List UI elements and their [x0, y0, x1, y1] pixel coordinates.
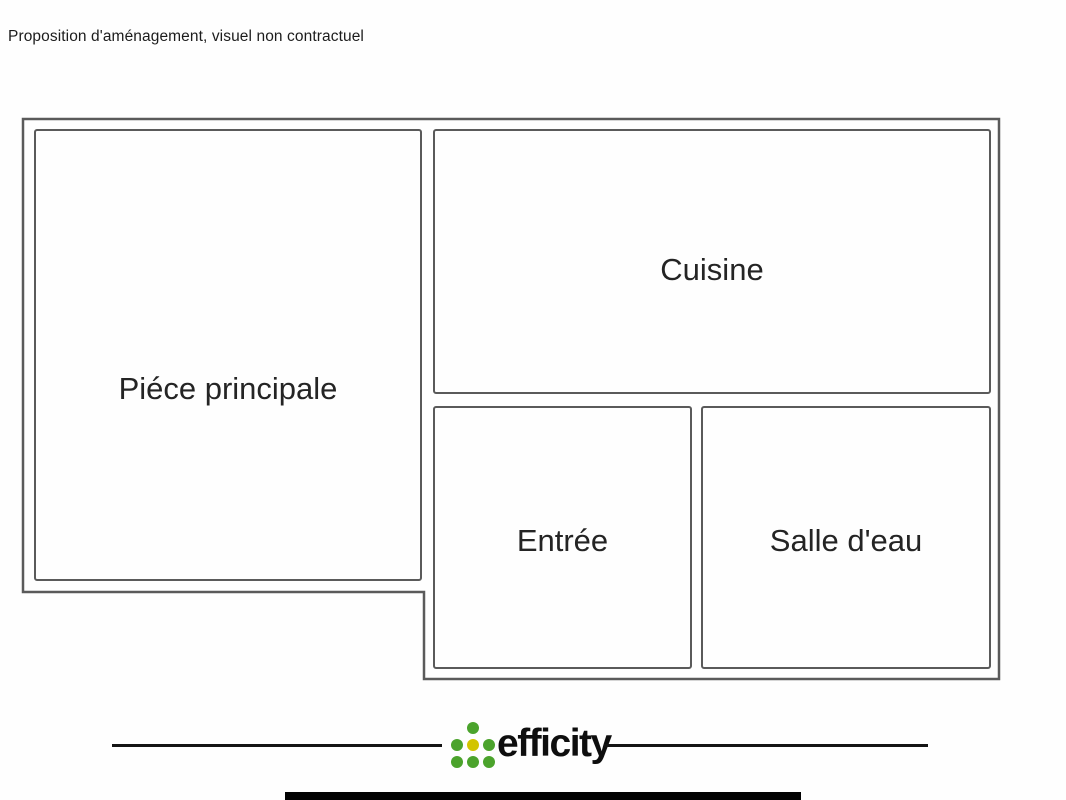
outer-wall-path — [21, 117, 1001, 681]
logo-dot-icon — [467, 756, 479, 768]
room-piece-principale: Piéce principale — [34, 129, 422, 581]
room-label-cuisine: Cuisine — [660, 251, 764, 287]
logo-dot-icon — [467, 722, 479, 734]
disclaimer-caption: Proposition d'aménagement, visuel non co… — [8, 28, 364, 45]
efficity-brand-wordmark: efficity — [497, 722, 612, 765]
logo-dot-icon — [483, 739, 495, 751]
footer-rule-left — [112, 744, 442, 747]
logo-dot-icon — [483, 756, 495, 768]
room-entree: Entrée — [433, 406, 692, 669]
room-cuisine: Cuisine — [433, 129, 991, 394]
logo-dot-yellow-icon — [467, 739, 479, 751]
room-label-piece-principale: Piéce principale — [118, 371, 338, 406]
bottom-black-bar — [285, 792, 801, 800]
room-salle-deau: Salle d'eau — [701, 406, 991, 669]
room-label-entree: Entrée — [516, 522, 609, 558]
room-label-salle-deau: Salle d'eau — [769, 522, 923, 558]
logo-dot-icon — [451, 739, 463, 751]
efficity-logo-dots-icon — [451, 722, 497, 770]
logo-dot-icon — [451, 756, 463, 768]
footer-rule-right — [604, 744, 928, 747]
